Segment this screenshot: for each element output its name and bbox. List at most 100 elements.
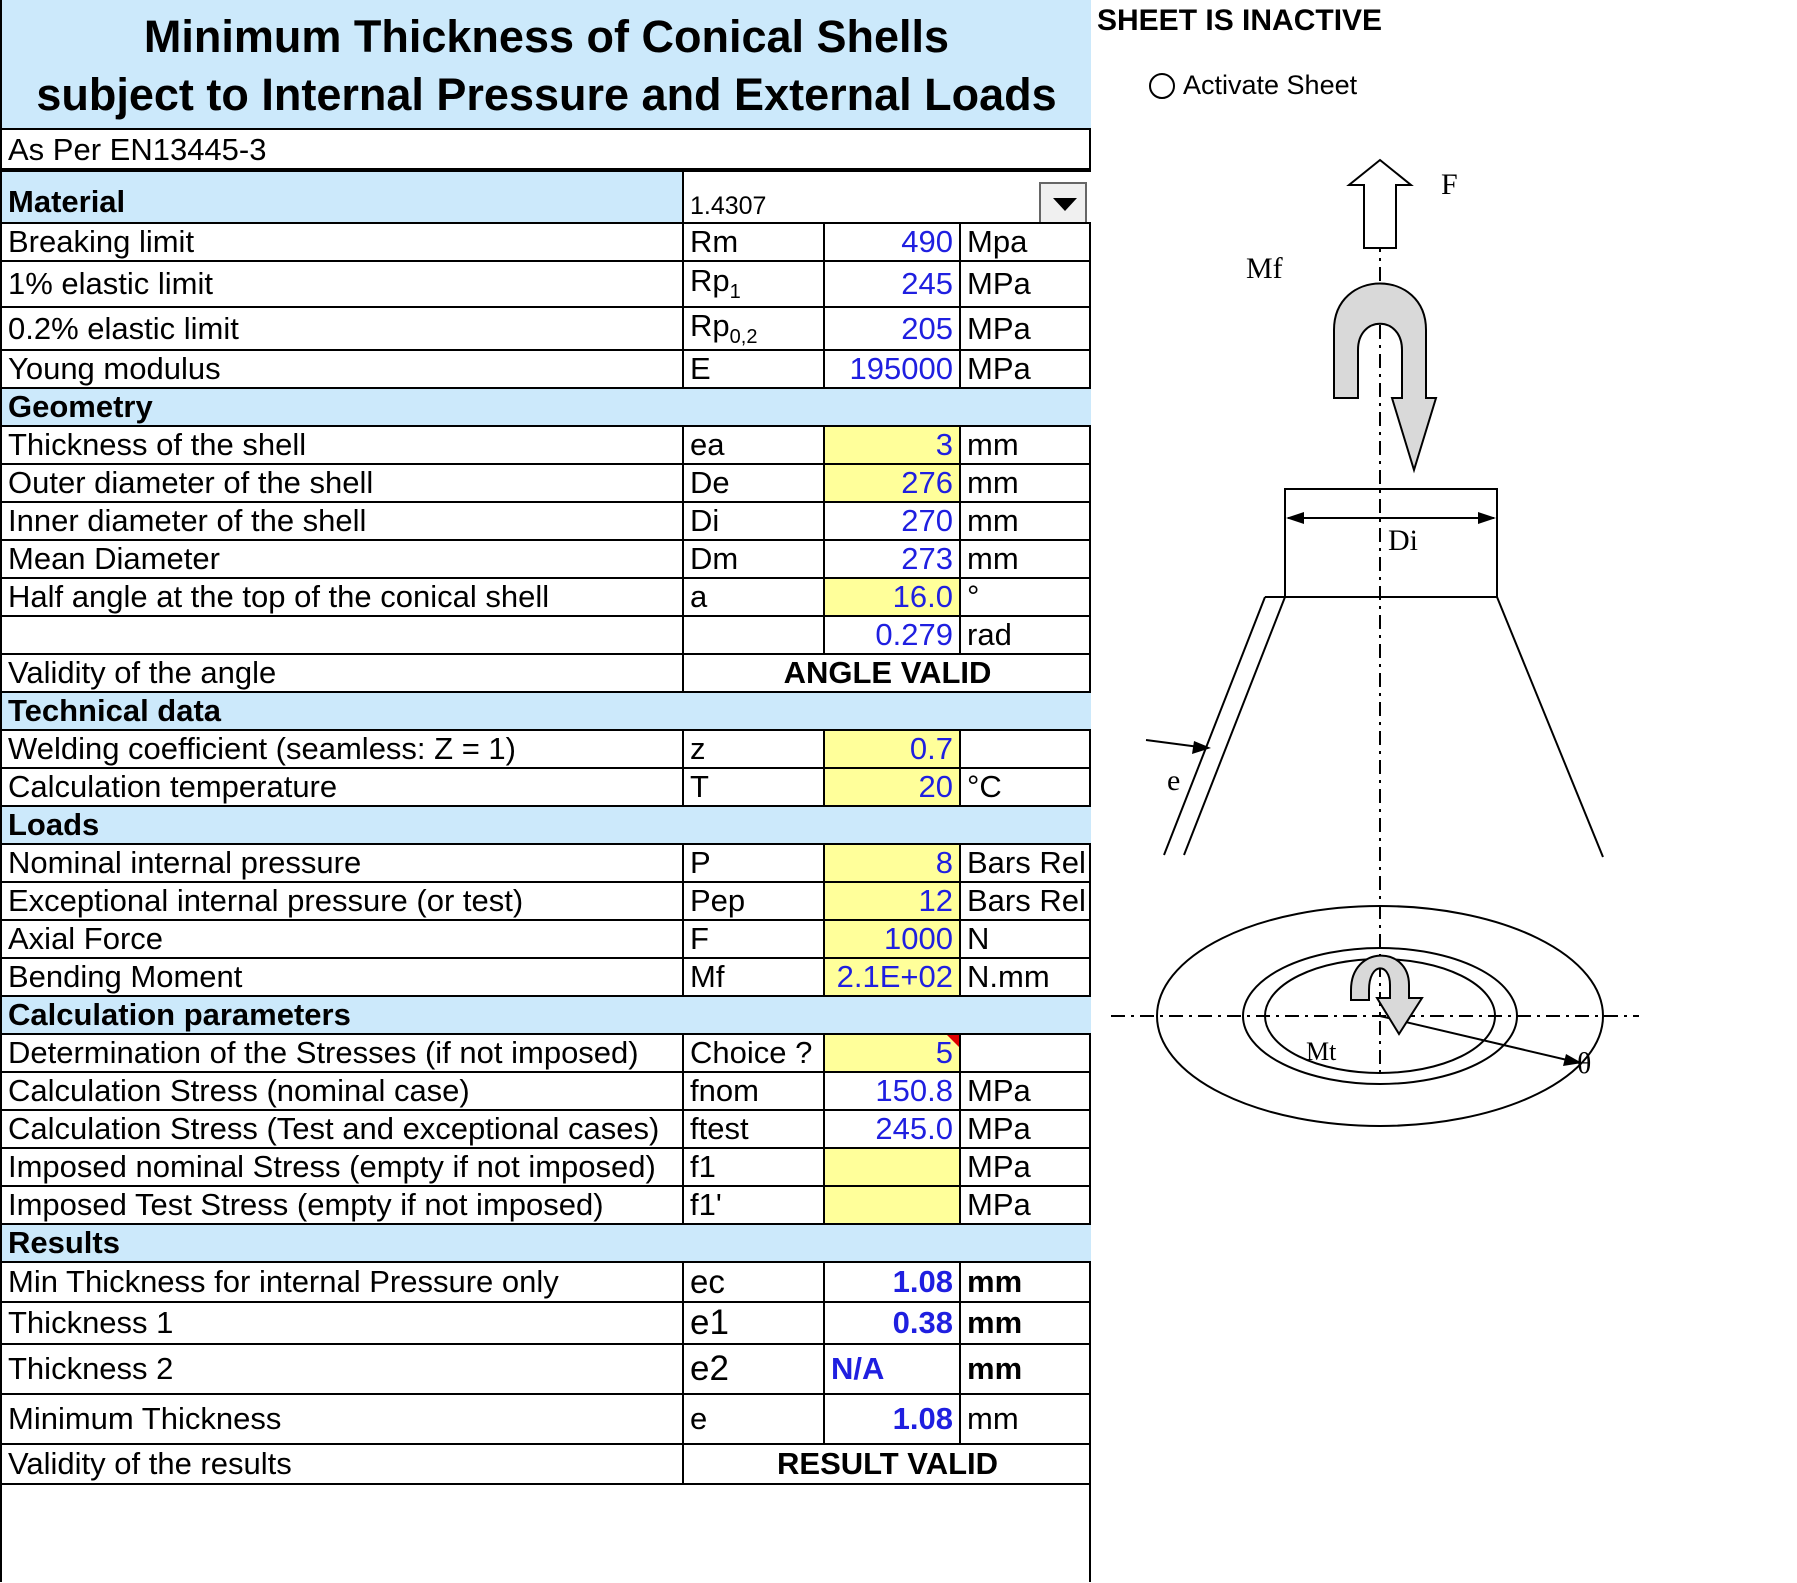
cone-top-cylinder xyxy=(1284,488,1498,598)
title-line-1: Minimum Thickness of Conical Shells xyxy=(143,11,950,62)
di-arrow-right xyxy=(1478,512,1496,524)
sym-dm: Dm xyxy=(682,539,825,580)
label-min-thickness-pressure: Min Thickness for internal Pressure only xyxy=(2,1261,684,1304)
label-calc-temperature: Calculation temperature xyxy=(2,767,684,808)
unit-young-modulus: MPa xyxy=(958,349,1092,390)
label-nominal-pressure: Nominal internal pressure xyxy=(2,843,684,884)
sym-fnom: fnom xyxy=(682,1071,825,1112)
title-line-2: subject to Internal Pressure and Externa… xyxy=(36,69,1057,120)
label-breaking-limit: Breaking limit xyxy=(2,222,684,262)
sym-pep: Pep xyxy=(682,881,825,922)
input-ea[interactable]: 3 xyxy=(823,425,961,466)
sym-mf: Mf xyxy=(682,957,825,998)
unit-temperature: °C xyxy=(958,767,1092,808)
comment-indicator-icon[interactable] xyxy=(947,1036,958,1048)
base-ring-outer xyxy=(1242,947,1518,1085)
value-e1: 0.38 xyxy=(823,1301,961,1346)
label-results-validity: Validity of the results xyxy=(2,1443,684,1486)
label-mf: Mf xyxy=(1246,252,1283,285)
input-f[interactable]: 1000 xyxy=(823,919,961,960)
di-arrow-left xyxy=(1286,512,1304,524)
sym-f: F xyxy=(682,919,825,960)
input-mf[interactable]: 2.1E+02 xyxy=(823,957,961,998)
unit-rad: rad xyxy=(958,615,1092,656)
value-ftest: 245.0 xyxy=(823,1109,961,1150)
section-technical-data: Technical data xyxy=(2,691,1092,732)
input-pep[interactable]: 12 xyxy=(823,881,961,922)
material-select[interactable]: 1.4307 xyxy=(681,170,1092,224)
sym-p: P xyxy=(682,843,825,884)
unit-ea: mm xyxy=(958,425,1092,466)
value-rm: 490 xyxy=(823,222,961,262)
value-rp1: 245 xyxy=(823,260,961,308)
sym-t: T xyxy=(682,767,825,808)
section-material: Material xyxy=(2,170,684,224)
sym-f1-prime: f1' xyxy=(682,1185,825,1226)
theta-radius-line xyxy=(1379,1015,1581,1064)
e-arrowhead xyxy=(1192,741,1211,754)
input-p[interactable]: 8 xyxy=(823,843,961,884)
sym-ea: ea xyxy=(682,425,825,466)
input-z[interactable]: 0.7 xyxy=(823,729,961,770)
calculation-sheet: Minimum Thickness of Conical Shells subj… xyxy=(0,0,1092,1582)
unit-pep: Bars Rel xyxy=(958,881,1092,922)
cone-left-outer xyxy=(1163,596,1266,856)
section-calc-parameters: Calculation parameters xyxy=(2,995,1092,1036)
activate-sheet-radio[interactable]: Activate Sheet xyxy=(1149,70,1357,101)
label-e: e xyxy=(1167,764,1180,797)
unit-degrees: ° xyxy=(958,577,1092,618)
label-elastic-limit-02: 0.2% elastic limit xyxy=(2,305,684,352)
label-theta: θ xyxy=(1577,1047,1591,1080)
label-imposed-test-stress: Imposed Test Stress (empty if not impose… xyxy=(2,1185,684,1226)
label-half-angle: Half angle at the top of the conical she… xyxy=(2,577,684,618)
material-select-value: 1.4307 xyxy=(690,192,767,220)
unit-f: N xyxy=(958,919,1092,960)
unit-ec: mm xyxy=(958,1261,1092,1304)
input-temperature[interactable]: 20 xyxy=(823,767,961,808)
label-exceptional-pressure: Exceptional internal pressure (or test) xyxy=(2,881,684,922)
label-f: F xyxy=(1441,168,1458,201)
section-results: Results xyxy=(2,1223,1092,1264)
right-panel: SHEET IS INACTIVE Activate Sheet xyxy=(1091,0,1797,1583)
theta-arrowhead xyxy=(1563,1054,1582,1066)
input-f1-prime[interactable] xyxy=(823,1185,961,1226)
unit-min-thickness: mm xyxy=(958,1393,1092,1446)
value-di: 270 xyxy=(823,501,961,542)
value-min-thickness: 1.08 xyxy=(823,1393,961,1446)
value-e2: N/A xyxy=(823,1343,961,1396)
sym-de: De xyxy=(682,463,825,504)
input-de[interactable]: 276 xyxy=(823,463,961,504)
value-ec: 1.08 xyxy=(823,1261,961,1304)
label-outer-diameter: Outer diameter of the shell xyxy=(2,463,684,504)
label-elastic-limit-1: 1% elastic limit xyxy=(2,260,684,308)
activate-sheet-label: Activate Sheet xyxy=(1183,70,1358,100)
input-half-angle[interactable]: 16.0 xyxy=(823,577,961,618)
chevron-down-icon[interactable] xyxy=(1039,182,1088,221)
label-thickness-1: Thickness 1 xyxy=(2,1301,684,1346)
input-f1[interactable] xyxy=(823,1147,961,1188)
label-young-modulus: Young modulus xyxy=(2,349,684,390)
base-outer-ellipse xyxy=(1156,905,1604,1127)
force-arrow-icon xyxy=(1346,158,1414,249)
sym-z: z xyxy=(682,729,825,770)
sheet-title: Minimum Thickness of Conical Shells subj… xyxy=(2,0,1091,130)
unit-de: mm xyxy=(958,463,1092,504)
sym-ftest: ftest xyxy=(682,1109,825,1150)
radio-button-icon[interactable] xyxy=(1149,72,1175,99)
sym-di: Di xyxy=(682,501,825,542)
input-choice[interactable]: 5 xyxy=(823,1033,961,1074)
label-di: Di xyxy=(1388,524,1418,557)
sym-e1: e1 xyxy=(682,1301,825,1346)
value-fnom: 150.8 xyxy=(823,1071,961,1112)
label-bending-moment: Bending Moment xyxy=(2,957,684,998)
unit-p: Bars Rel xyxy=(958,843,1092,884)
sym-e-modulus: E xyxy=(682,349,825,390)
label-minimum-thickness: Minimum Thickness xyxy=(2,1393,684,1446)
bending-moment-icon xyxy=(1333,282,1438,474)
sym-choice: Choice ? xyxy=(682,1033,825,1074)
unit-choice xyxy=(958,1033,1092,1074)
unit-di: mm xyxy=(958,501,1092,542)
unit-z xyxy=(958,729,1092,770)
label-shell-thickness: Thickness of the shell xyxy=(2,425,684,466)
sheet-status: SHEET IS INACTIVE xyxy=(1097,4,1383,37)
